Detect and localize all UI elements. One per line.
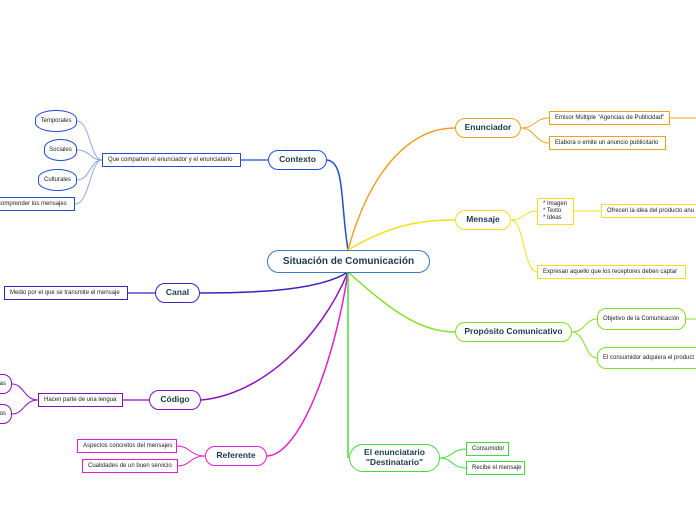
central-topic[interactable]: Situación de Comunicación [267,250,430,273]
enunciatario-node[interactable]: El enunciatario "Destinatario" [349,444,440,472]
link-mensaje [347,219,456,251]
link-canal [199,271,349,294]
canal-child[interactable]: Medio por el que se transmite el mensaje [4,286,128,300]
mensaje-list[interactable]: * Imagen * Texto * Ideas [537,198,574,225]
enunciador-item-2[interactable]: Elabora o emite un anuncio publicitario [549,136,666,150]
contexto-item-culturales[interactable]: Culturales [38,169,77,191]
proposito-item-2[interactable]: El consumidor adquiera el product [597,347,696,369]
link-proposito [347,271,456,333]
enunciatario-item-1[interactable]: Consumidor [466,442,509,456]
referente-item-2[interactable]: Cualidades de un buen servicio [82,459,178,473]
enunciatario-item-2[interactable]: Recibe el mensaje [466,461,525,475]
proposito-node[interactable]: Propósito Comunicativo [455,322,572,342]
contexto-item-sociales[interactable]: Sociales [44,139,77,161]
enunciatario-label: El enunciatario "Destinatario" [364,447,425,467]
referente-node[interactable]: Referente [205,446,267,466]
contexto-extra[interactable]: comprender los mensajes [0,197,75,211]
mensaje-list-child[interactable]: Ofrecen la idea del producto anu [601,204,696,218]
codigo-child[interactable]: Hacen parte de una lengua [38,393,123,407]
referente-item-1[interactable]: Aspectos concretos del mensajes [77,439,177,453]
link-codigo [200,271,349,401]
enunciador-node[interactable]: Enunciador [455,118,521,138]
mensaje-item-2[interactable]: Expresan aquello que los receptores debe… [537,265,686,279]
link-enunciador [347,127,456,251]
canal-node[interactable]: Canal [155,283,200,303]
mensaje-node[interactable]: Mensaje [455,210,511,230]
contexto-child[interactable]: Que comparten el enunciador y el enuncia… [102,153,241,167]
codigo-node[interactable]: Código [149,390,201,410]
link-contexto [326,159,349,251]
contexto-item-temporales[interactable]: Temporales [35,110,77,132]
link-referente [266,271,349,457]
contexto-node[interactable]: Contexto [268,150,327,170]
proposito-item-1[interactable]: Objetivo de la Comunicación [597,308,686,330]
enunciador-item-1[interactable]: Emisor Múltiple "Agencias de Publicidad" [549,111,670,125]
